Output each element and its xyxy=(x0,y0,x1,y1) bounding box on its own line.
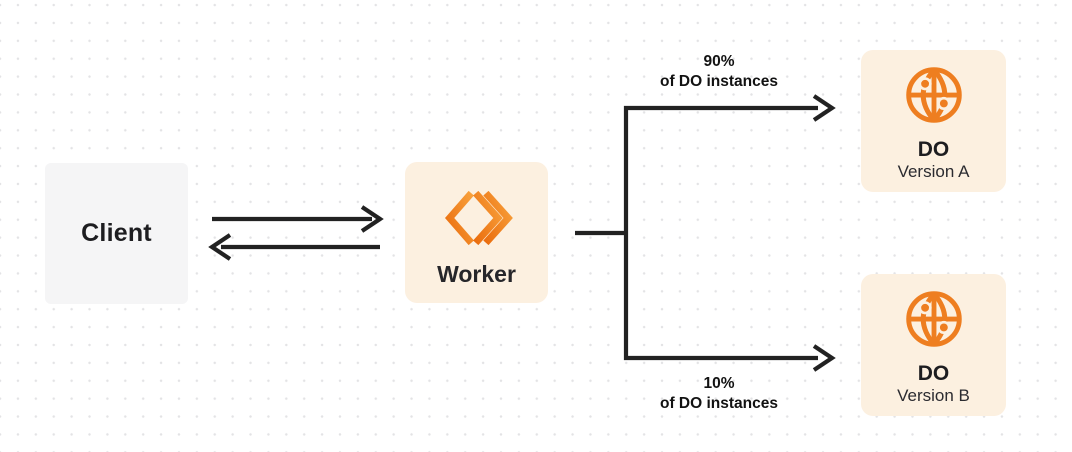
client-label: Client xyxy=(81,219,152,247)
branch-label-10: 10% of DO instances xyxy=(604,374,834,414)
durable-object-globe-icon xyxy=(904,289,964,349)
do-version-a-title: DO xyxy=(917,138,950,161)
cloudflare-workers-icon xyxy=(442,188,513,248)
do-version-a-subtitle: Version A xyxy=(897,162,970,181)
branch-label-90: 90% of DO instances xyxy=(604,52,834,92)
durable-object-globe-icon xyxy=(904,65,964,125)
do-version-b-subtitle: Version B xyxy=(897,386,970,405)
branch-10-percent: 10% xyxy=(703,375,735,392)
do-version-a-node: DO Version A xyxy=(861,50,1006,192)
branch-split-lines xyxy=(575,105,818,361)
do-version-b-node: DO Version B xyxy=(861,274,1006,416)
arrowhead-to-version-b xyxy=(812,344,836,372)
client-node: Client xyxy=(45,163,188,304)
arrowhead-to-version-a xyxy=(812,94,836,122)
arrow-worker-to-client xyxy=(208,233,380,261)
do-version-b-title: DO xyxy=(917,362,950,385)
branch-90-caption: of DO instances xyxy=(660,73,778,90)
worker-node: Worker xyxy=(405,162,548,303)
arrow-client-to-worker xyxy=(212,205,384,233)
branch-90-percent: 90% xyxy=(703,53,735,70)
worker-label: Worker xyxy=(437,261,516,287)
branch-10-caption: of DO instances xyxy=(660,395,778,412)
